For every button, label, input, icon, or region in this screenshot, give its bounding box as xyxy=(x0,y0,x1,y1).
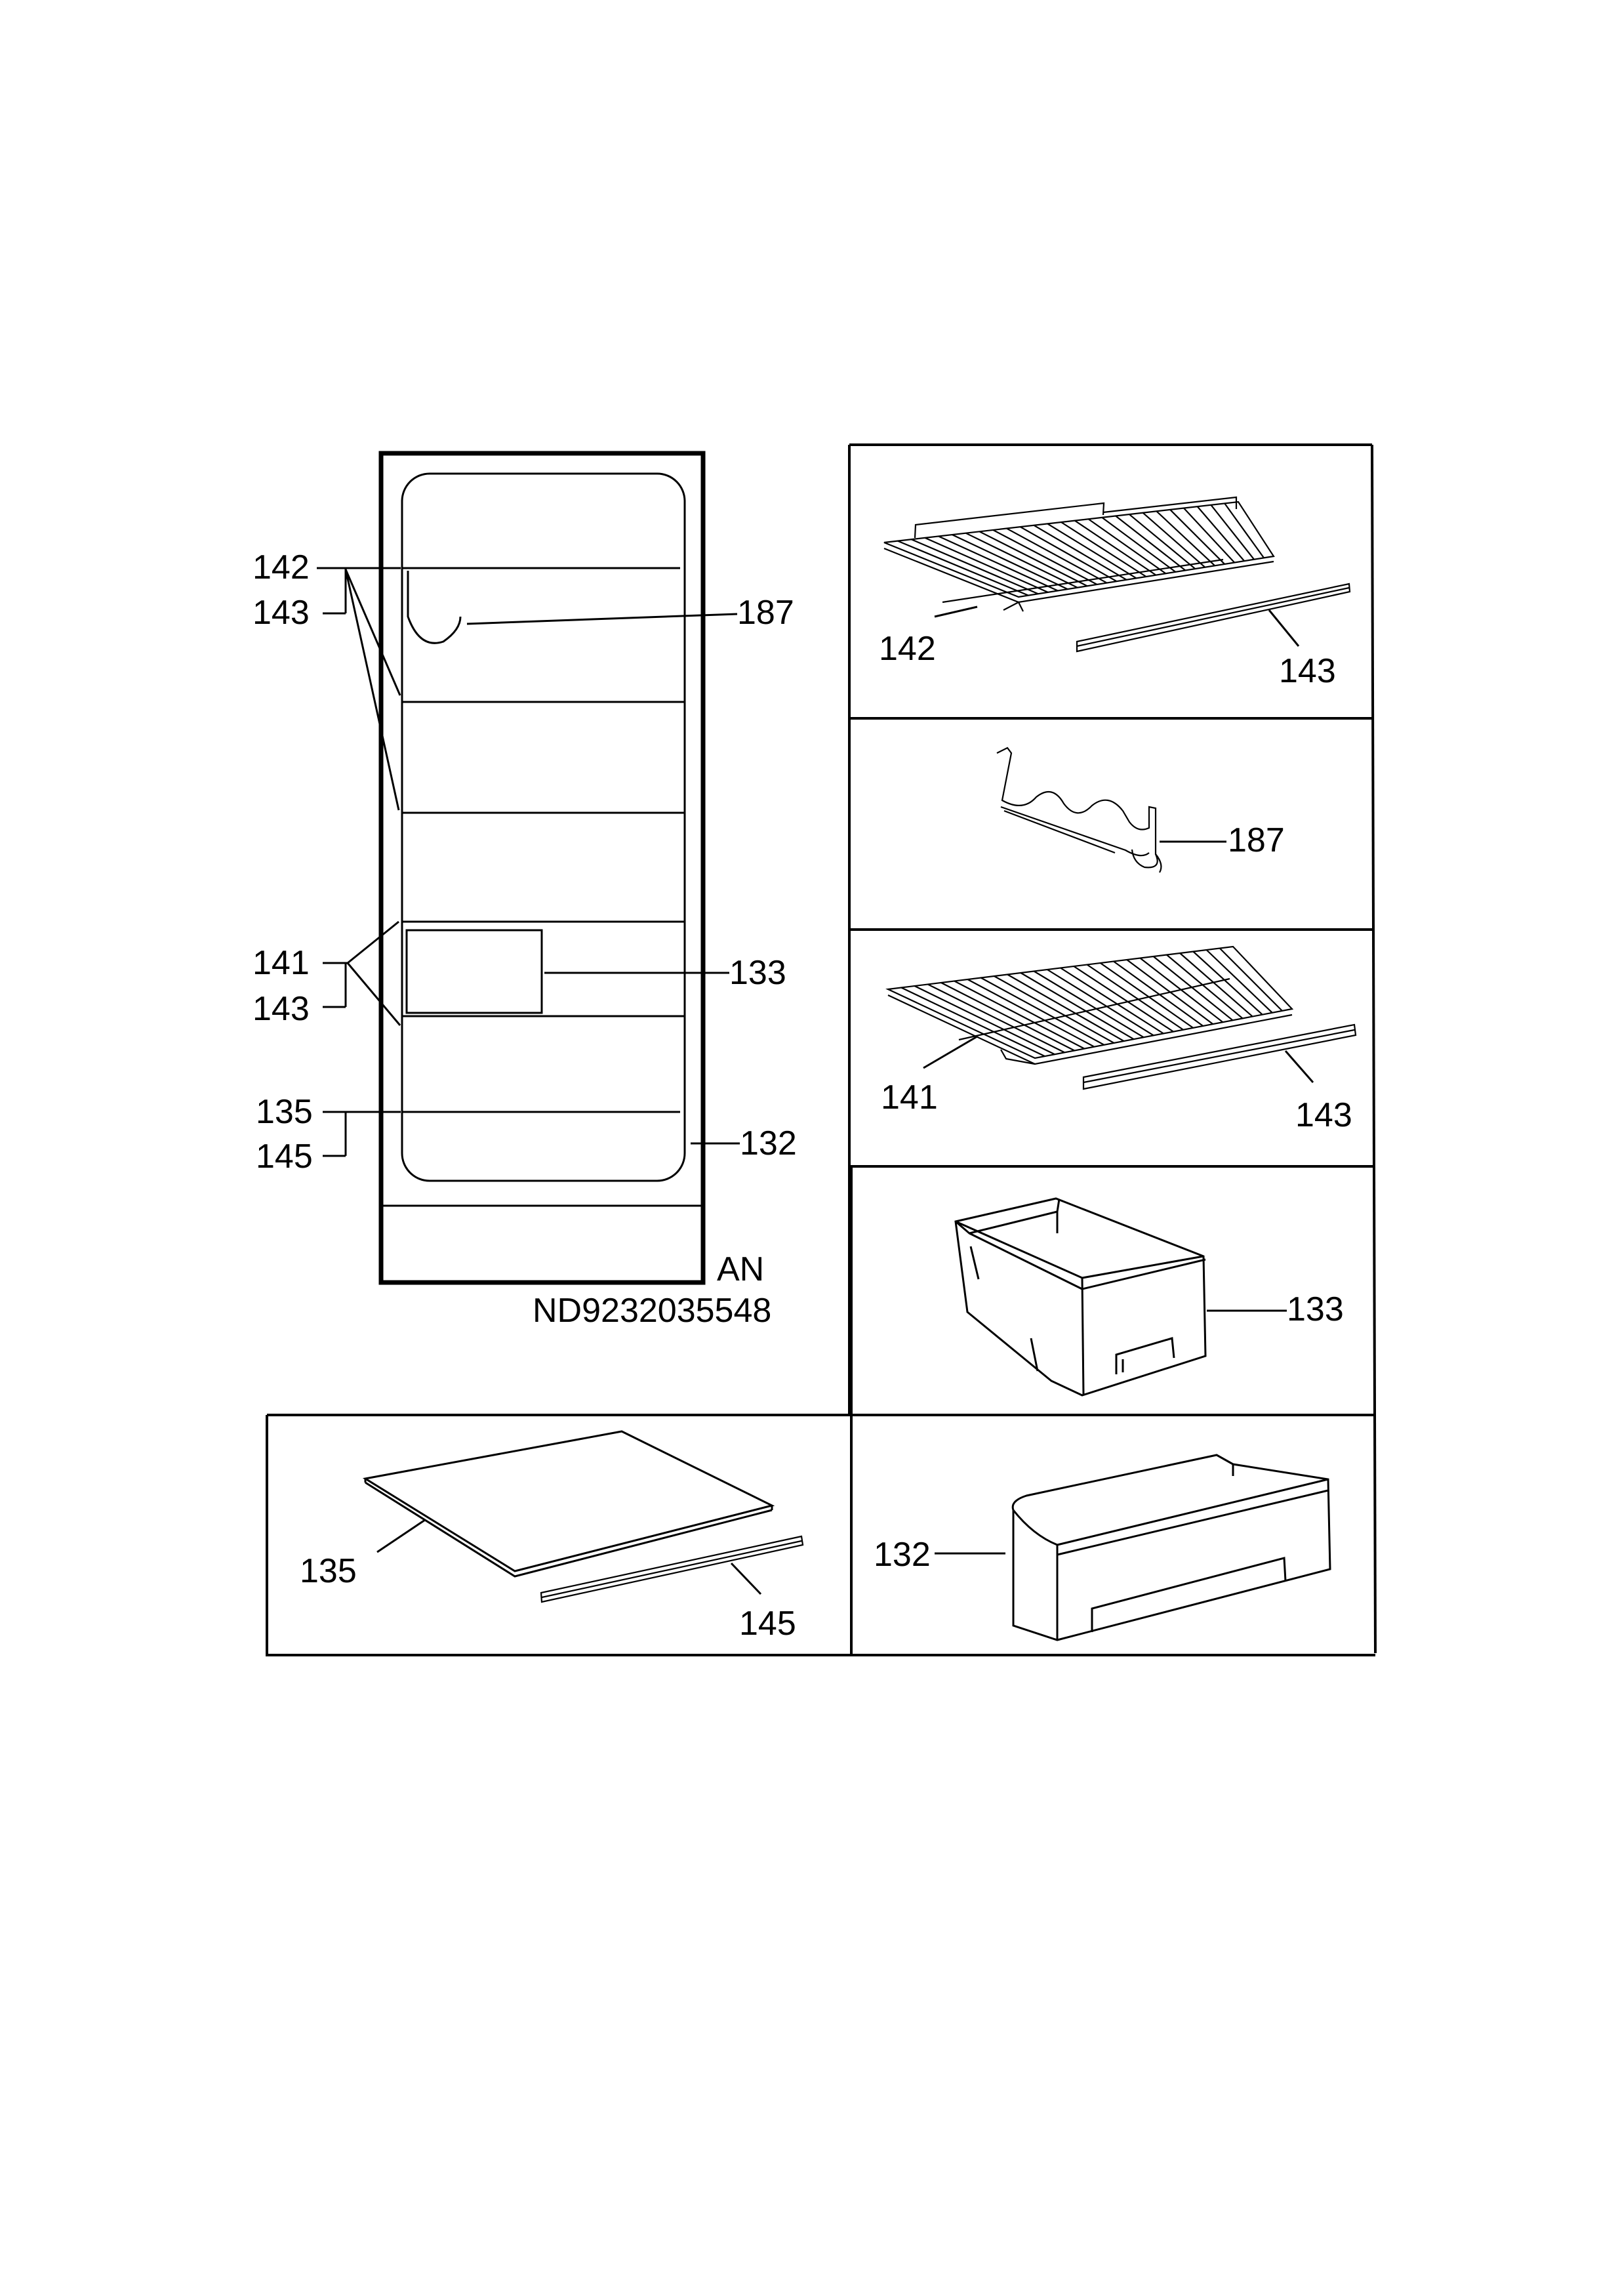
shelf-wire xyxy=(1113,960,1203,1027)
drawing-number: ND9232035548 xyxy=(533,1292,771,1330)
shelf-wire xyxy=(900,987,1045,1057)
shelf-wire xyxy=(981,977,1105,1046)
shelf-wire xyxy=(1205,949,1273,1014)
shelf-wire xyxy=(994,975,1115,1044)
shelf-wire xyxy=(1166,954,1244,1019)
drawer-box-outline xyxy=(405,929,543,1014)
leader-143a-diag-2 xyxy=(344,569,400,811)
shelf-wire xyxy=(1020,526,1118,583)
callout-141: 141 xyxy=(253,944,310,982)
shelf-wire xyxy=(1115,515,1186,571)
shelf-wire xyxy=(1020,972,1135,1040)
part-132-crisper xyxy=(1011,1454,1331,1641)
callout-142: 142 xyxy=(253,548,310,586)
shelf-wire xyxy=(1219,947,1283,1012)
part-187-bottle-rack xyxy=(996,747,1162,873)
callout-133: 133 xyxy=(729,954,786,992)
bottle-rack-hook xyxy=(407,571,462,644)
shelf-wire xyxy=(1100,962,1194,1029)
shelf-wire xyxy=(1210,504,1255,560)
shelf-wire xyxy=(1033,524,1127,581)
part-132-label: 132 xyxy=(874,1536,931,1574)
part-143-label-mid: 143 xyxy=(1295,1096,1352,1134)
shelf-wire xyxy=(1033,970,1144,1038)
shelf-wire xyxy=(1073,966,1174,1033)
shelf-wire xyxy=(1224,502,1264,559)
callout-143-mid: 143 xyxy=(253,990,310,1028)
part-143-rail-top xyxy=(1076,583,1351,653)
shelf-wire xyxy=(1139,957,1224,1023)
part-145-rail xyxy=(540,1535,804,1603)
shelf-wire xyxy=(927,983,1065,1054)
shelf-wire xyxy=(965,532,1078,588)
shelf-wire xyxy=(1126,959,1214,1025)
shelf-wire xyxy=(1061,522,1147,577)
cabinet-outline xyxy=(378,451,706,1285)
shelf-wire xyxy=(1183,507,1235,564)
shelf-wire xyxy=(1142,512,1205,568)
shelf-wire xyxy=(979,531,1088,587)
part-133-drawer xyxy=(954,1197,1207,1397)
part-143-rail-mid xyxy=(1082,1023,1357,1090)
shelf-wire xyxy=(1179,953,1253,1017)
shelf-wire xyxy=(1060,967,1164,1035)
shelf-wire xyxy=(1101,516,1177,573)
shelf-wire xyxy=(1129,514,1196,569)
callout-132: 132 xyxy=(740,1124,797,1162)
shelf-wire xyxy=(1074,520,1157,576)
callout-143-top: 143 xyxy=(253,594,310,632)
shelf-wire xyxy=(1006,527,1108,584)
shelf-wire xyxy=(1169,509,1225,565)
part-135-glass-shelf xyxy=(362,1430,775,1578)
shelf-wire xyxy=(938,535,1059,592)
shelf-wire xyxy=(1007,974,1125,1042)
cabinet-liner xyxy=(401,472,686,1182)
part-145-label: 145 xyxy=(739,1605,796,1643)
part-135-label: 135 xyxy=(300,1552,357,1590)
shelf-wire xyxy=(992,529,1098,585)
shelf-wire xyxy=(1156,510,1215,567)
part-142-label: 142 xyxy=(879,630,936,668)
shelf-wire xyxy=(940,982,1075,1052)
part-187-label: 187 xyxy=(1228,821,1285,859)
shelf-wire xyxy=(952,534,1068,590)
shelf-wire xyxy=(924,537,1049,593)
part-141-shelf xyxy=(885,945,1294,1065)
shelf-wire xyxy=(954,980,1085,1050)
shelf-wire xyxy=(1087,518,1167,575)
callout-187: 187 xyxy=(737,594,794,632)
part-133-label: 133 xyxy=(1287,1290,1344,1328)
shelf-wire xyxy=(1086,964,1184,1031)
part-143-label-top: 143 xyxy=(1279,652,1336,690)
shelf-wire xyxy=(1196,506,1245,562)
shelf-wire xyxy=(967,979,1095,1048)
shelf-wire xyxy=(1192,951,1263,1015)
leader-143a-diag-1 xyxy=(344,569,401,696)
callout-145: 145 xyxy=(256,1138,313,1176)
model-code: AN xyxy=(717,1250,764,1288)
callout-135: 135 xyxy=(256,1093,313,1131)
shelf-wire xyxy=(914,985,1055,1056)
leader-187 xyxy=(466,613,738,625)
part-141-label: 141 xyxy=(881,1078,938,1117)
shelf-wire xyxy=(897,540,1029,596)
parts-grid xyxy=(266,443,1377,1656)
part-142-shelf xyxy=(883,496,1275,612)
shelf-wire xyxy=(1152,956,1234,1021)
shelf-wire xyxy=(911,539,1039,595)
shelf-wire xyxy=(1047,523,1137,579)
leader-141-diag-2 xyxy=(346,962,401,1026)
leader-141-diag-1 xyxy=(347,920,399,964)
cabinet-overview: 142 143 187 141 143 133 135 145 132 AN N… xyxy=(253,451,797,1330)
shelf-wire xyxy=(1047,969,1154,1036)
grid-right-edge xyxy=(1371,444,1377,1654)
